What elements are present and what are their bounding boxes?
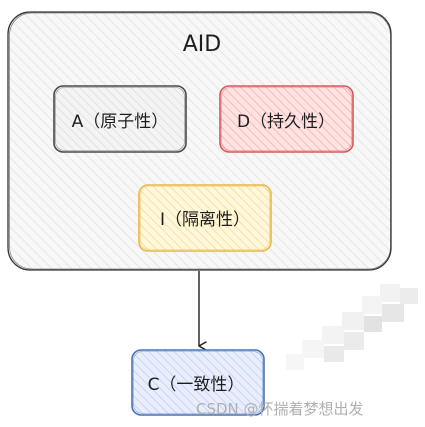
aid-container-label: AID <box>183 32 221 57</box>
node-consistency-label: C（一致性） <box>148 375 245 395</box>
node-atomicity-label: A（原子性） <box>72 112 169 132</box>
aid-container: AID <box>7 11 392 271</box>
node-isolation: I（隔离性） <box>138 184 272 252</box>
node-durability-label: D（持久性） <box>237 112 335 132</box>
node-consistency: C（一致性） <box>131 349 265 416</box>
node-isolation-label: I（隔离性） <box>160 210 250 230</box>
blurred-watermark-region <box>286 284 418 370</box>
node-atomicity: A（原子性） <box>53 85 187 153</box>
node-durability: D（持久性） <box>219 85 354 153</box>
watermark-text: CSDN @怀揣着梦想出发 <box>196 400 364 418</box>
